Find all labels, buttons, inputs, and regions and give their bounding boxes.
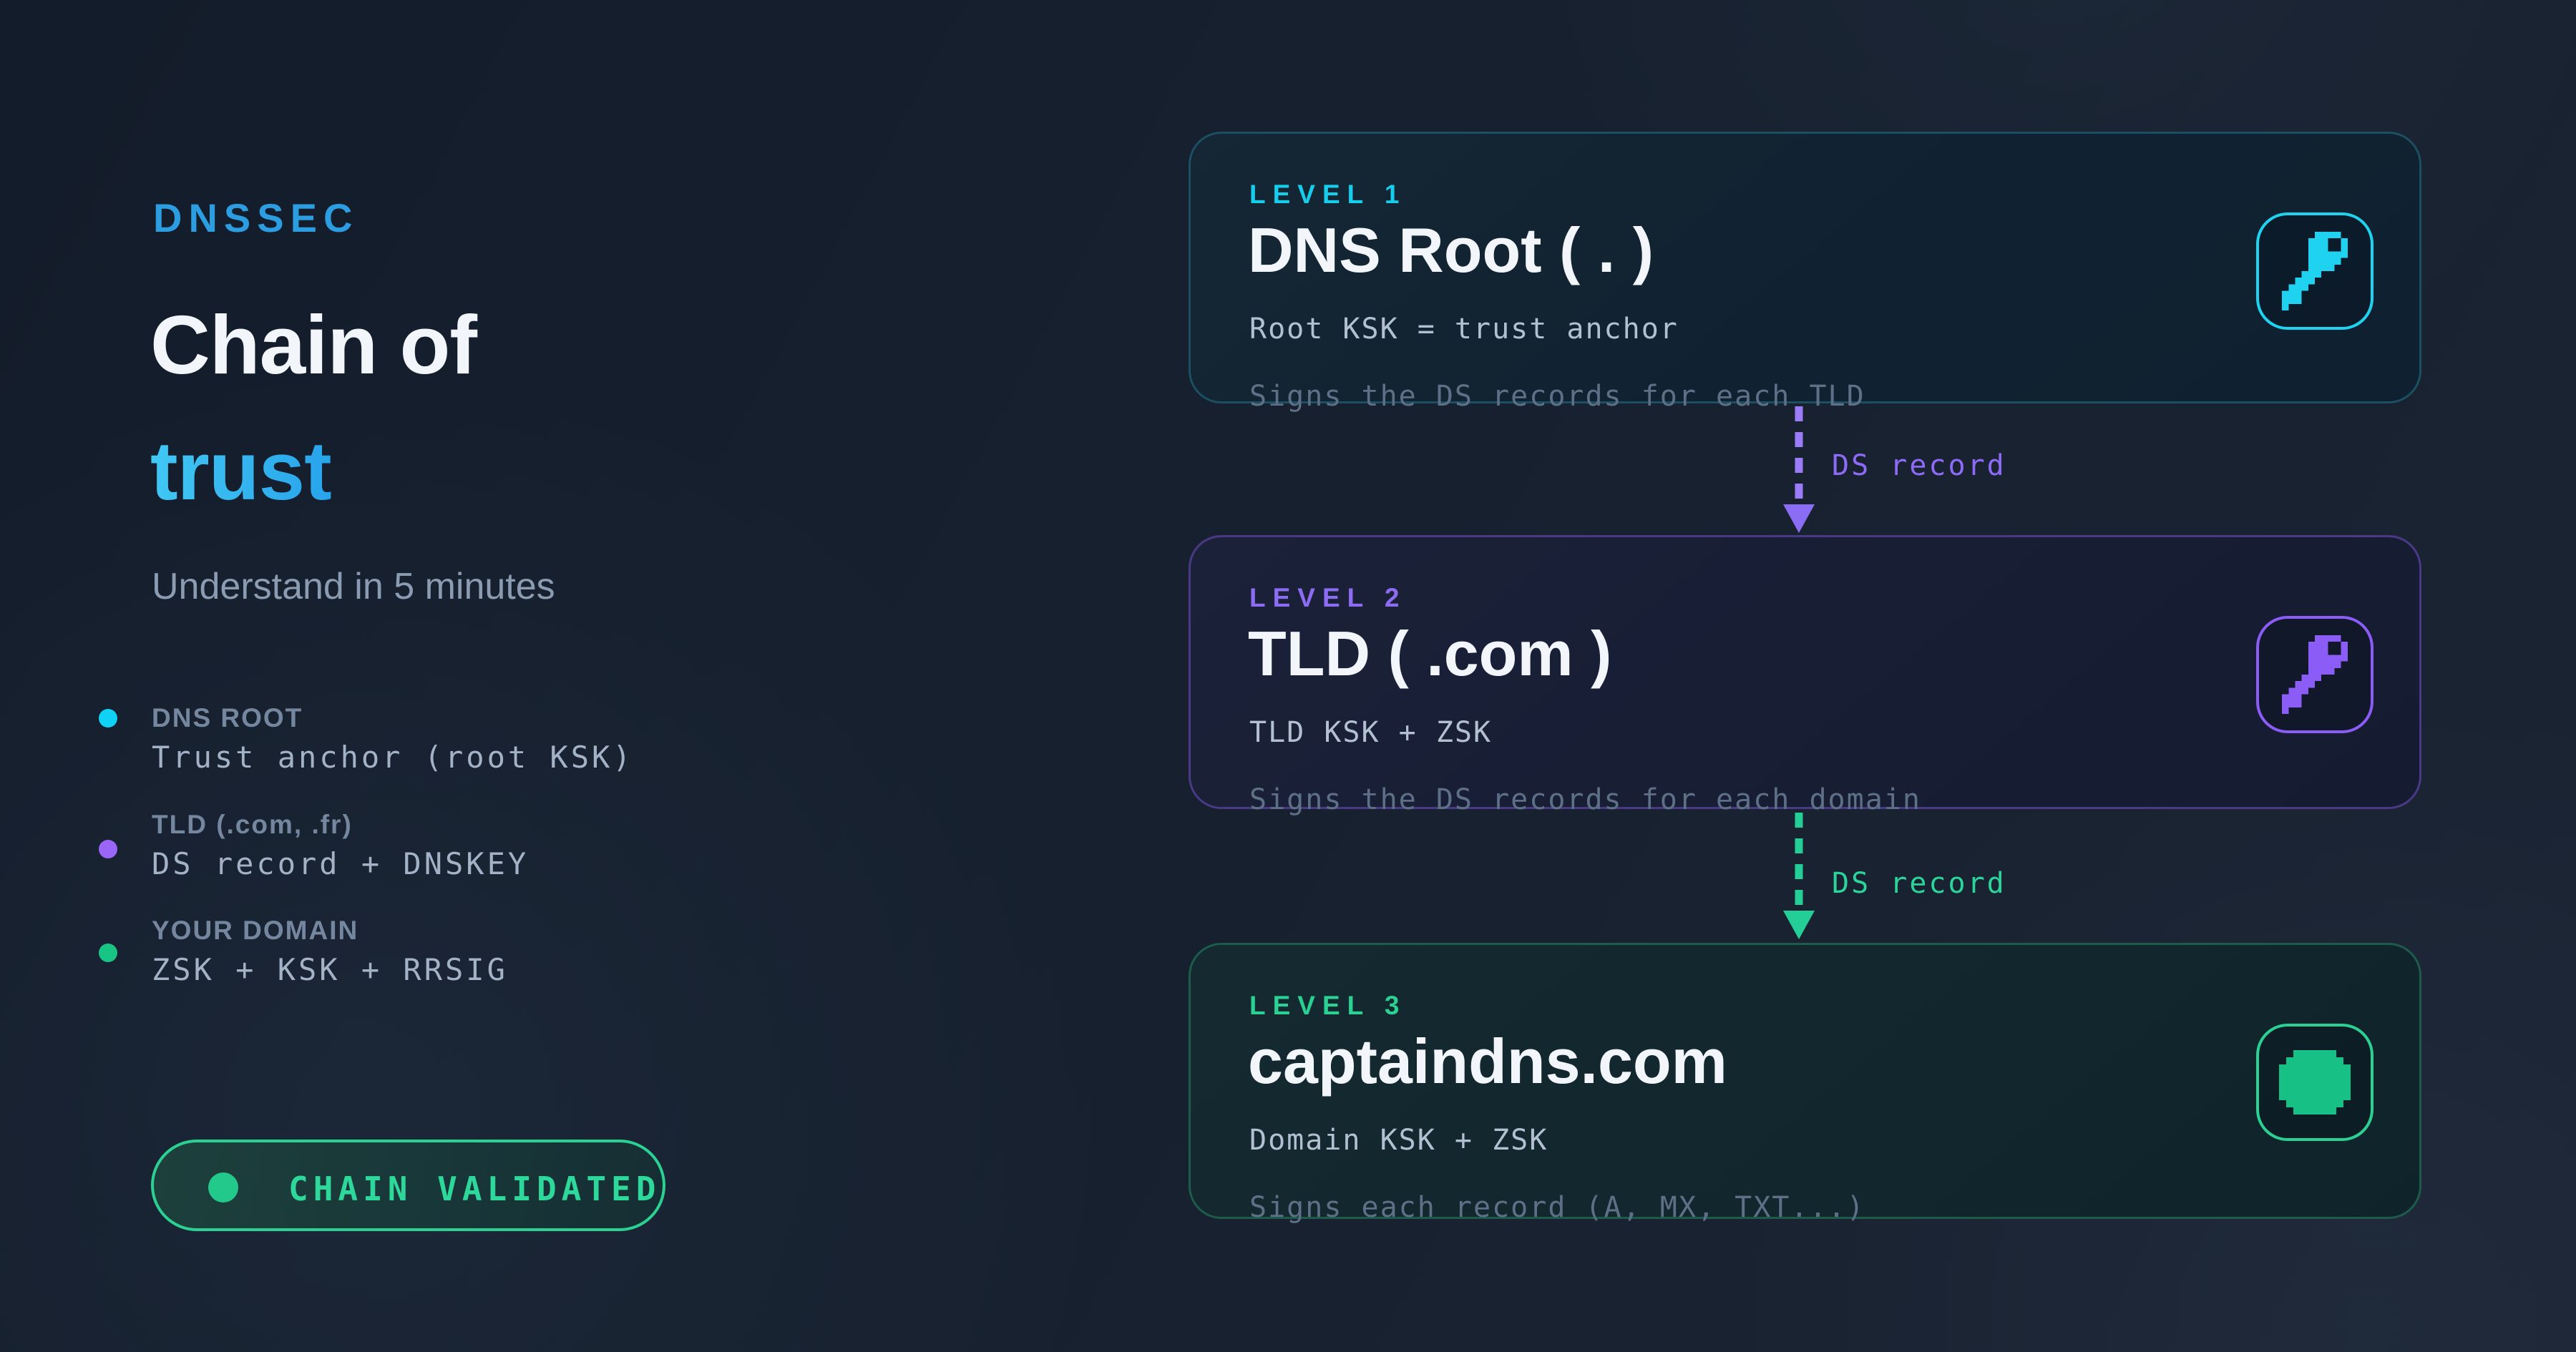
pixel-key-icon xyxy=(2282,232,2348,310)
arrow-root-to-tld xyxy=(1783,406,1815,533)
card-title: captaindns.com xyxy=(1248,1026,1727,1097)
status-dot-icon xyxy=(208,1172,238,1202)
card-line1: Domain KSK + ZSK xyxy=(1249,1124,1548,1157)
card-level-label: LEVEL 3 xyxy=(1249,991,1407,1020)
eyebrow-dnssec: DNSSEC xyxy=(153,195,359,240)
arrowhead-icon xyxy=(1783,911,1815,939)
chain-validated-badge[interactable]: CHAIN VALIDATED xyxy=(151,1140,665,1231)
bullet-dot-purple-icon xyxy=(99,840,117,858)
list-item-title: TLD (.com, .fr) xyxy=(152,810,353,839)
list-item-title: DNS ROOT xyxy=(152,703,303,733)
card-level-label: LEVEL 2 xyxy=(1249,583,1407,612)
page-title-line2: trust xyxy=(150,408,477,534)
card-level-1-dns-root: LEVEL 1 DNS Root ( . ) Root KSK = trust … xyxy=(1189,132,2421,413)
card-line1: TLD KSK + ZSK xyxy=(1249,716,1493,749)
card-line2: Signs each record (A, MX, TXT...) xyxy=(1249,1191,1865,1224)
bullet-dot-cyan-icon xyxy=(99,709,117,728)
list-item-detail: ZSK + KSK + RRSIG xyxy=(152,952,508,987)
arrow-tld-to-domain xyxy=(1783,813,1815,939)
page-subtitle: Understand in 5 minutes xyxy=(152,566,555,607)
arrowhead-icon xyxy=(1783,504,1815,533)
card-title: TLD ( .com ) xyxy=(1248,618,1612,689)
pixel-block-icon xyxy=(2279,1050,2351,1115)
card-level-label: LEVEL 1 xyxy=(1249,180,1407,209)
record-block-icon-badge xyxy=(2256,1024,2373,1141)
card-line2: Signs the DS records for each domain xyxy=(1249,783,1921,816)
card-title: DNS Root ( . ) xyxy=(1248,215,1654,285)
list-item-title: YOUR DOMAIN xyxy=(152,916,359,945)
list-item-detail: DS record + DNSKEY xyxy=(152,846,530,881)
card-level-2-tld: LEVEL 2 TLD ( .com ) TLD KSK + ZSK Signs… xyxy=(1189,535,2421,816)
list-item-detail: Trust anchor (root KSK) xyxy=(152,740,634,775)
card-level-3-domain: LEVEL 3 captaindns.com Domain KSK + ZSK … xyxy=(1189,943,2421,1224)
key-icon-badge xyxy=(2256,616,2373,733)
bullet-dot-green-icon xyxy=(99,944,117,962)
card-line2: Signs the DS records for each TLD xyxy=(1249,380,1865,413)
pixel-key-icon xyxy=(2282,635,2348,714)
card-line1: Root KSK = trust anchor xyxy=(1249,313,1679,346)
status-badge-label: CHAIN VALIDATED xyxy=(288,1170,661,1208)
connector-label-ds-record: DS record xyxy=(1832,449,2006,482)
key-icon-badge xyxy=(2256,212,2373,330)
connector-label-ds-record: DS record xyxy=(1832,867,2006,900)
page-title-line1: Chain of xyxy=(150,298,477,391)
page-title: Chain of trust xyxy=(150,282,477,534)
